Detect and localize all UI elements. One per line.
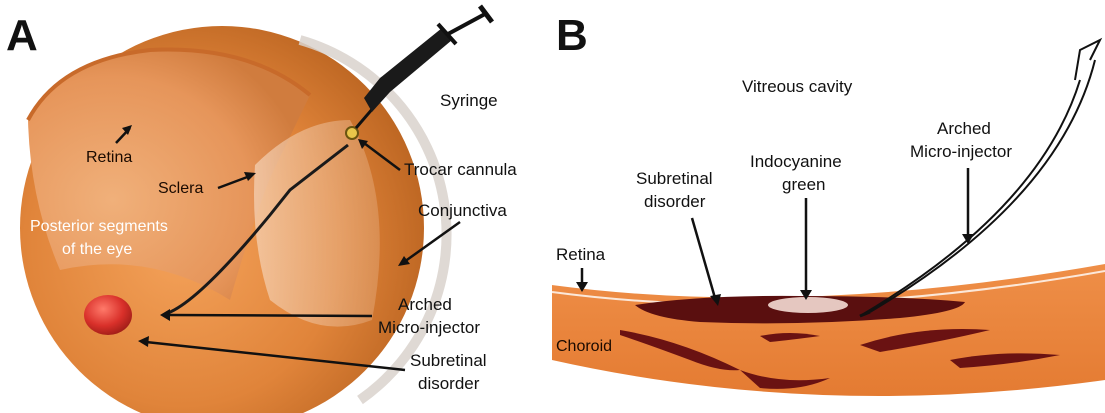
label-choroid: Choroid <box>556 338 612 355</box>
trocar-cannula <box>346 127 358 139</box>
label-vitreous-cavity: Vitreous cavity <box>742 77 853 96</box>
label-disorder-line2: disorder <box>418 374 480 393</box>
label-retina-a: Retina <box>86 149 132 166</box>
label-injector-line1: Arched <box>398 295 452 314</box>
label-b-injector-line2: Micro-injector <box>910 142 1012 161</box>
label-sclera: Sclera <box>158 180 203 197</box>
label-b-injector-line1: Arched <box>937 119 991 138</box>
label-disorder-line1: Subretinal <box>410 351 487 370</box>
label-posterior-line1: Posterior segments <box>30 218 168 235</box>
label-posterior-line2: of the eye <box>62 241 132 258</box>
label-retina-b: Retina <box>556 245 606 264</box>
panel-a: A S <box>6 6 517 413</box>
arrow-injector <box>168 315 372 316</box>
panel-a-letter: A <box>6 11 38 60</box>
panel-b: B Vitreous cavity Retina Choroid <box>552 11 1105 413</box>
label-b-disorder-line1: Subretinal <box>636 169 713 188</box>
arrow-b-disorder <box>692 218 715 298</box>
choroid-layer <box>552 262 1105 396</box>
label-syringe: Syringe <box>440 91 498 110</box>
label-b-disorder-line2: disorder <box>644 192 706 211</box>
label-injector-line2: Micro-injector <box>378 318 480 337</box>
label-icg-line2: green <box>782 175 825 194</box>
sclera-layer <box>254 120 380 327</box>
panel-b-letter: B <box>556 11 588 60</box>
label-conjunctiva: Conjunctiva <box>418 201 507 220</box>
label-icg-line1: Indocyanine <box>750 152 842 171</box>
label-trocar-cannula: Trocar cannula <box>404 160 517 179</box>
panel-b-arrows <box>576 168 974 306</box>
subretinal-lesion <box>84 295 132 335</box>
indocyanine-green-bleb <box>768 297 848 313</box>
